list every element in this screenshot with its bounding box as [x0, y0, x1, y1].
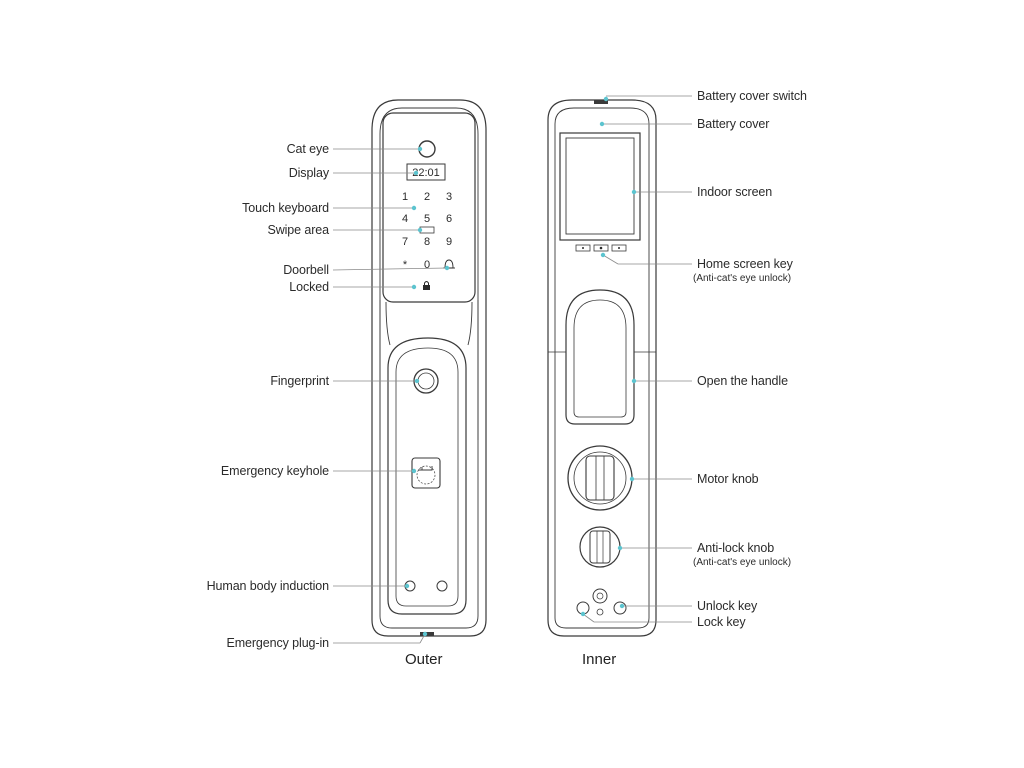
leader-lines	[332, 95, 692, 644]
emergency-keyhole-cover	[411, 457, 441, 489]
label-anti-lock-knob: Anti-lock knob	[697, 541, 775, 555]
note-home-screen-key: (Anti-cat's eye unlock)	[693, 273, 792, 284]
label-home-screen-key: Home screen key	[697, 257, 793, 271]
key-4: 4	[402, 213, 408, 225]
label-emergency-keyhole: Emergency keyhole	[220, 464, 329, 478]
label-cat-eye: Cat eye	[286, 142, 329, 156]
caption-outer: Outer	[405, 651, 443, 668]
key-2: 2	[424, 191, 430, 203]
anti-lock-knob-ring	[579, 526, 621, 568]
inner-panel	[547, 99, 657, 637]
center-key	[592, 588, 608, 604]
label-fingerprint: Fingerprint	[270, 374, 329, 388]
label-battery-cover-switch: Battery cover switch	[697, 89, 807, 103]
outer-display	[406, 163, 446, 181]
label-display: Display	[288, 166, 329, 180]
lock-icon	[423, 281, 430, 290]
label-human-body-induction: Human body induction	[206, 579, 329, 593]
label-unlock-key: Unlock key	[697, 599, 758, 613]
label-open-the-handle: Open the handle	[697, 374, 788, 388]
outer-handle	[387, 337, 467, 615]
outer-panel	[371, 99, 487, 637]
induction-sensor-right	[436, 580, 448, 592]
label-battery-cover: Battery cover	[697, 117, 770, 131]
key-9: 9	[446, 236, 452, 248]
label-motor-knob: Motor knob	[697, 472, 759, 486]
note-anti-lock-knob: (Anti-cat's eye unlock)	[693, 557, 792, 568]
keypad-text: 22:01 1 2 3 4 5 6 7 8 9 * 0	[402, 167, 452, 271]
label-swipe-area: Swipe area	[267, 223, 329, 237]
unlock-key-button	[613, 601, 627, 615]
label-indoor-screen: Indoor screen	[697, 185, 773, 199]
key-6: 6	[446, 213, 452, 225]
label-doorbell: Doorbell	[283, 263, 329, 277]
key-5: 5	[424, 213, 430, 225]
key-1: 1	[402, 191, 408, 203]
label-locked: Locked	[289, 280, 329, 294]
caption-inner: Inner	[582, 651, 617, 668]
doorbell-icon	[443, 259, 455, 269]
inner-handle	[565, 289, 635, 425]
key-3: 3	[446, 191, 452, 203]
label-lock-key: Lock key	[697, 615, 746, 629]
key-7: 7	[402, 236, 408, 248]
callout-markers	[404, 96, 637, 637]
display-time: 22:01	[412, 167, 440, 179]
key-8: 8	[424, 236, 430, 248]
label-emergency-plugin: Emergency plug-in	[226, 636, 329, 650]
outer-glass-panel	[382, 112, 476, 303]
key-0: 0	[424, 259, 430, 271]
indoor-screen-frame	[559, 132, 641, 241]
battery-switch	[594, 100, 608, 104]
key-star: *	[403, 259, 408, 271]
home-key-glyphs	[582, 246, 620, 250]
label-touch-keyboard: Touch keyboard	[242, 201, 329, 215]
